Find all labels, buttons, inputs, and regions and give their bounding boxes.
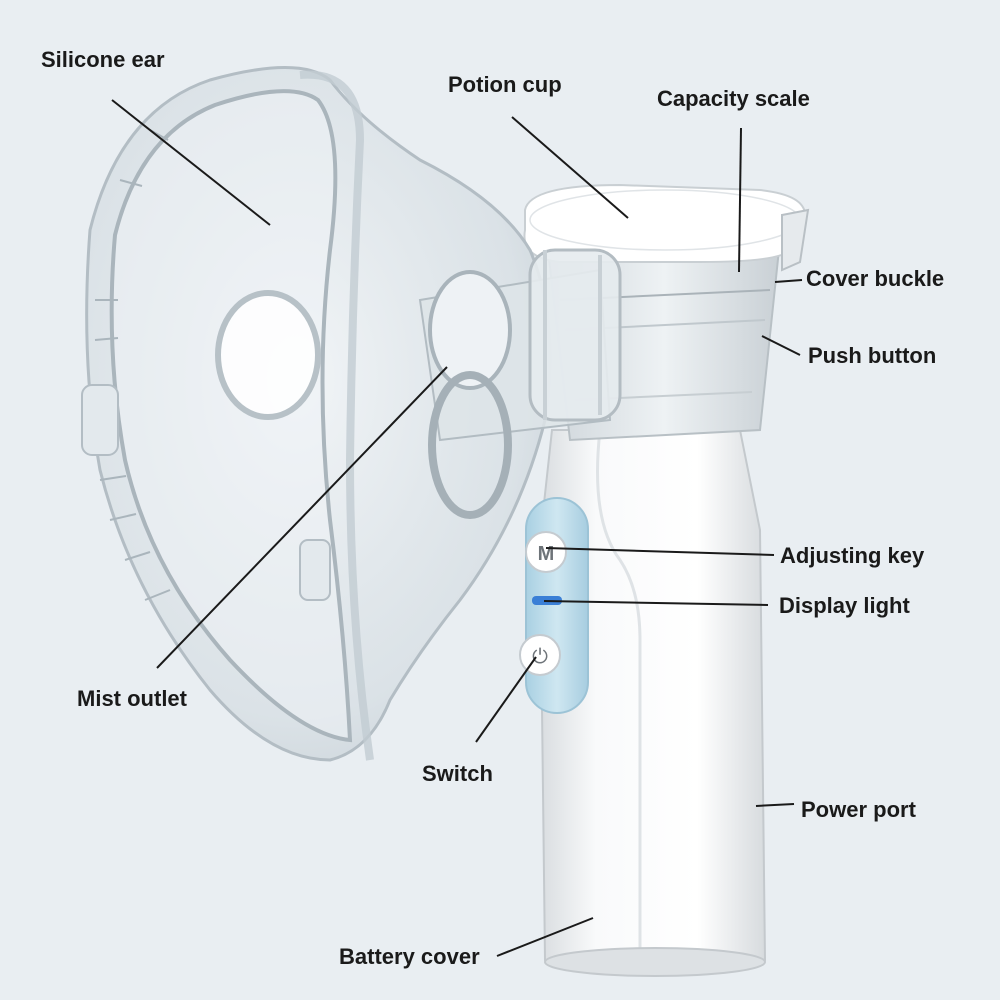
label-switch: Switch xyxy=(422,761,493,786)
label-display-light: Display light xyxy=(779,593,910,618)
adjusting-key-button[interactable]: M xyxy=(525,531,567,573)
label-potion-cup: Potion cup xyxy=(448,72,562,97)
label-capacity-scale: Capacity scale xyxy=(657,86,810,111)
label-adjusting-key: Adjusting key xyxy=(780,543,925,568)
power-icon: ⏻ xyxy=(532,644,548,668)
leader-power-port xyxy=(755,803,795,807)
leader-lines xyxy=(111,99,803,957)
mode-key-glyph: M xyxy=(538,543,555,565)
label-silicone-ear: Silicone ear xyxy=(41,47,165,72)
leader-push-button xyxy=(761,335,801,356)
leader-switch xyxy=(475,656,537,743)
label-cover-buckle: Cover buckle xyxy=(806,266,945,291)
leader-display-light xyxy=(543,600,769,606)
mist-outlet-tube xyxy=(418,248,622,519)
label-mist-outlet: Mist outlet xyxy=(77,686,187,711)
power-switch-button[interactable]: ⏻ xyxy=(519,634,561,676)
face-mask xyxy=(81,66,552,762)
device-body xyxy=(538,429,767,977)
leader-cover-buckle xyxy=(774,279,803,283)
leader-mist-outlet xyxy=(156,366,448,669)
label-power-port: Power port xyxy=(801,797,916,822)
leader-adjusting-key xyxy=(545,547,775,556)
leader-capacity-scale xyxy=(738,127,742,273)
leader-silicone-ear xyxy=(111,99,271,226)
label-battery-cover: Battery cover xyxy=(339,944,480,969)
label-push-button: Push button xyxy=(808,343,937,368)
leader-battery-cover xyxy=(496,917,594,957)
leader-potion-cup xyxy=(511,116,629,219)
control-panel xyxy=(525,497,589,714)
